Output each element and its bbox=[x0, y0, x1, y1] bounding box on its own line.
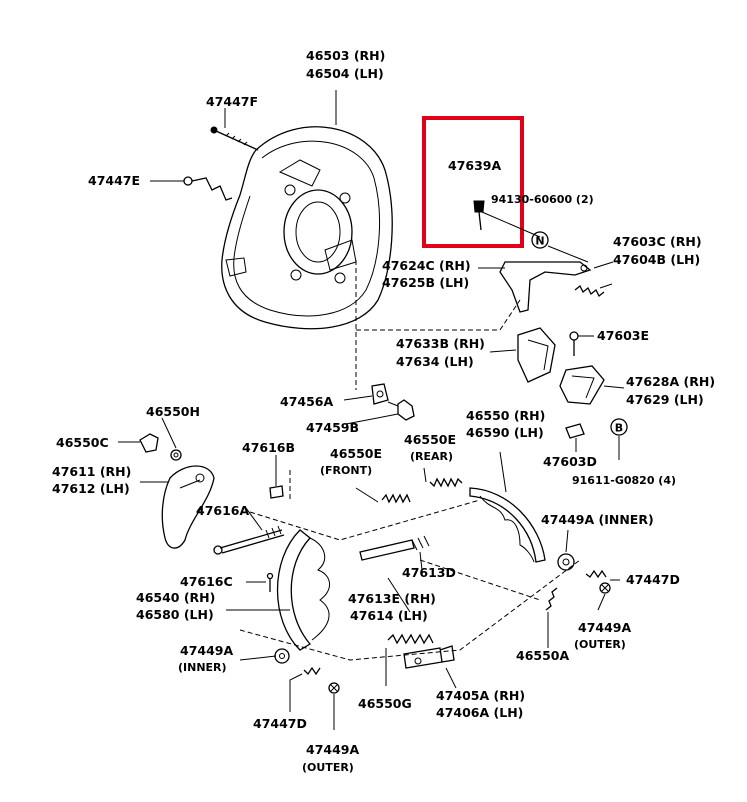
label-46550: 46550 (RH) bbox=[466, 408, 545, 423]
strut-47633b bbox=[517, 327, 556, 383]
adjuster-47405a bbox=[403, 645, 455, 669]
adjuster-47628a bbox=[559, 365, 605, 405]
label-47616b: 47616B bbox=[242, 440, 295, 455]
pin-47603e bbox=[569, 331, 594, 356]
label-47616a: 47616A bbox=[196, 503, 249, 518]
label-47603c: 47603C (RH) bbox=[613, 234, 702, 249]
cable-guide-47447e bbox=[183, 176, 233, 201]
label-47447d-right: 47447D bbox=[626, 572, 680, 587]
label-47447d-left: 47447D bbox=[253, 716, 307, 731]
label-rear: (REAR) bbox=[410, 450, 453, 463]
label-inner-left: (INNER) bbox=[178, 661, 227, 674]
bolt-47639a bbox=[473, 200, 541, 238]
clip-46550c bbox=[118, 433, 159, 453]
label-47406a: 47406A (LH) bbox=[436, 705, 523, 720]
label-front: (FRONT) bbox=[320, 464, 372, 477]
lever-47611 bbox=[161, 465, 215, 549]
label-46503: 46503 (RH) bbox=[306, 48, 385, 63]
label-46540: 46540 (RH) bbox=[136, 590, 215, 605]
label-47639a: 47639A bbox=[448, 158, 501, 173]
label-46550a: 46550A bbox=[516, 648, 569, 663]
label-47634: 47634 (LH) bbox=[396, 354, 474, 369]
label-47612: 47612 (LH) bbox=[52, 481, 130, 496]
label-47624c: 47624C (RH) bbox=[382, 258, 471, 273]
spring-46550e-rear bbox=[423, 467, 463, 488]
label-47604b: 47604B (LH) bbox=[613, 252, 700, 267]
label-94130-60600: 94130-60600 (2) bbox=[491, 193, 594, 206]
label-47449a-inner-left: 47449A bbox=[180, 643, 233, 658]
label-47603e: 47603E bbox=[597, 328, 649, 343]
label-46550c: 46550C bbox=[56, 435, 109, 450]
spring-47447d-left bbox=[303, 666, 321, 676]
brake-shoe-46550 bbox=[469, 451, 546, 563]
label-outer-left: (OUTER) bbox=[302, 761, 354, 774]
bolt-47447f bbox=[210, 126, 259, 151]
marker-b-label: B bbox=[615, 422, 623, 435]
label-91611-g0820: 91611-G0820 (4) bbox=[572, 474, 676, 487]
label-46550g: 46550G bbox=[358, 696, 412, 711]
spring-46550a bbox=[545, 587, 558, 640]
label-47613d: 47613D bbox=[402, 565, 456, 580]
adjuster-47613e bbox=[359, 535, 430, 561]
label-47449a-inner-right: 47449A (INNER) bbox=[541, 512, 654, 527]
label-47405a: 47405A (RH) bbox=[436, 688, 525, 703]
retainer-47449a-outer-left bbox=[328, 682, 340, 694]
assembly-guide-lines bbox=[239, 260, 581, 661]
clip-46550h bbox=[170, 449, 182, 461]
marker-b: B bbox=[610, 418, 628, 436]
parking-brake-lever bbox=[499, 245, 592, 313]
retainer-47449a-inner-right bbox=[557, 553, 575, 571]
label-46590: 46590 (LH) bbox=[466, 425, 544, 440]
highlight-box bbox=[422, 116, 524, 248]
label-47628a: 47628A (RH) bbox=[626, 374, 715, 389]
label-46550h: 46550H bbox=[146, 404, 200, 419]
label-47613e: 47613E (RH) bbox=[348, 591, 436, 606]
label-47611: 47611 (RH) bbox=[52, 464, 131, 479]
label-46504: 46504 (LH) bbox=[306, 66, 384, 81]
spring-47603c bbox=[574, 283, 613, 298]
label-47629: 47629 (LH) bbox=[626, 392, 704, 407]
marker-n: N bbox=[531, 231, 549, 249]
label-47614: 47614 (LH) bbox=[350, 608, 428, 623]
label-47603d: 47603D bbox=[543, 454, 597, 469]
nut-47459b bbox=[345, 399, 415, 425]
label-47459b: 47459B bbox=[306, 420, 359, 435]
leader-lines bbox=[140, 90, 625, 730]
label-outer-right: (OUTER) bbox=[574, 638, 626, 651]
label-47456a: 47456A bbox=[280, 394, 333, 409]
spring-46550g bbox=[385, 633, 434, 676]
label-47447f: 47447F bbox=[206, 94, 258, 109]
strut-47616a bbox=[213, 525, 285, 555]
brake-shoe-46540 bbox=[276, 529, 330, 651]
label-47625b: 47625B (LH) bbox=[382, 275, 469, 290]
label-46550e-front: 46550E bbox=[330, 446, 382, 461]
label-47447e: 47447E bbox=[88, 173, 140, 188]
clip-47603d bbox=[565, 423, 585, 439]
spring-47447d-right bbox=[585, 569, 607, 579]
label-46580: 46580 (LH) bbox=[136, 607, 214, 622]
marker-n-label: N bbox=[535, 235, 544, 248]
label-47633b: 47633B (RH) bbox=[396, 336, 485, 351]
bolt-47456a bbox=[343, 383, 389, 405]
pin-47616c bbox=[266, 572, 274, 592]
backing-plate bbox=[221, 126, 393, 330]
retainer-47449a-inner-left bbox=[274, 648, 290, 664]
label-47449a-outer-right: 47449A bbox=[578, 620, 631, 635]
part-labels: 46503 (RH) 46504 (LH) 47447F 47447E 4763… bbox=[52, 48, 715, 774]
spring-46550e-front bbox=[355, 487, 411, 504]
pin-47616b bbox=[269, 485, 284, 499]
label-47616c: 47616C bbox=[180, 574, 233, 589]
retainer-47449a-outer-right bbox=[599, 582, 611, 594]
label-46550e-rear: 46550E bbox=[404, 432, 456, 447]
label-47449a-outer-left: 47449A bbox=[306, 742, 359, 757]
